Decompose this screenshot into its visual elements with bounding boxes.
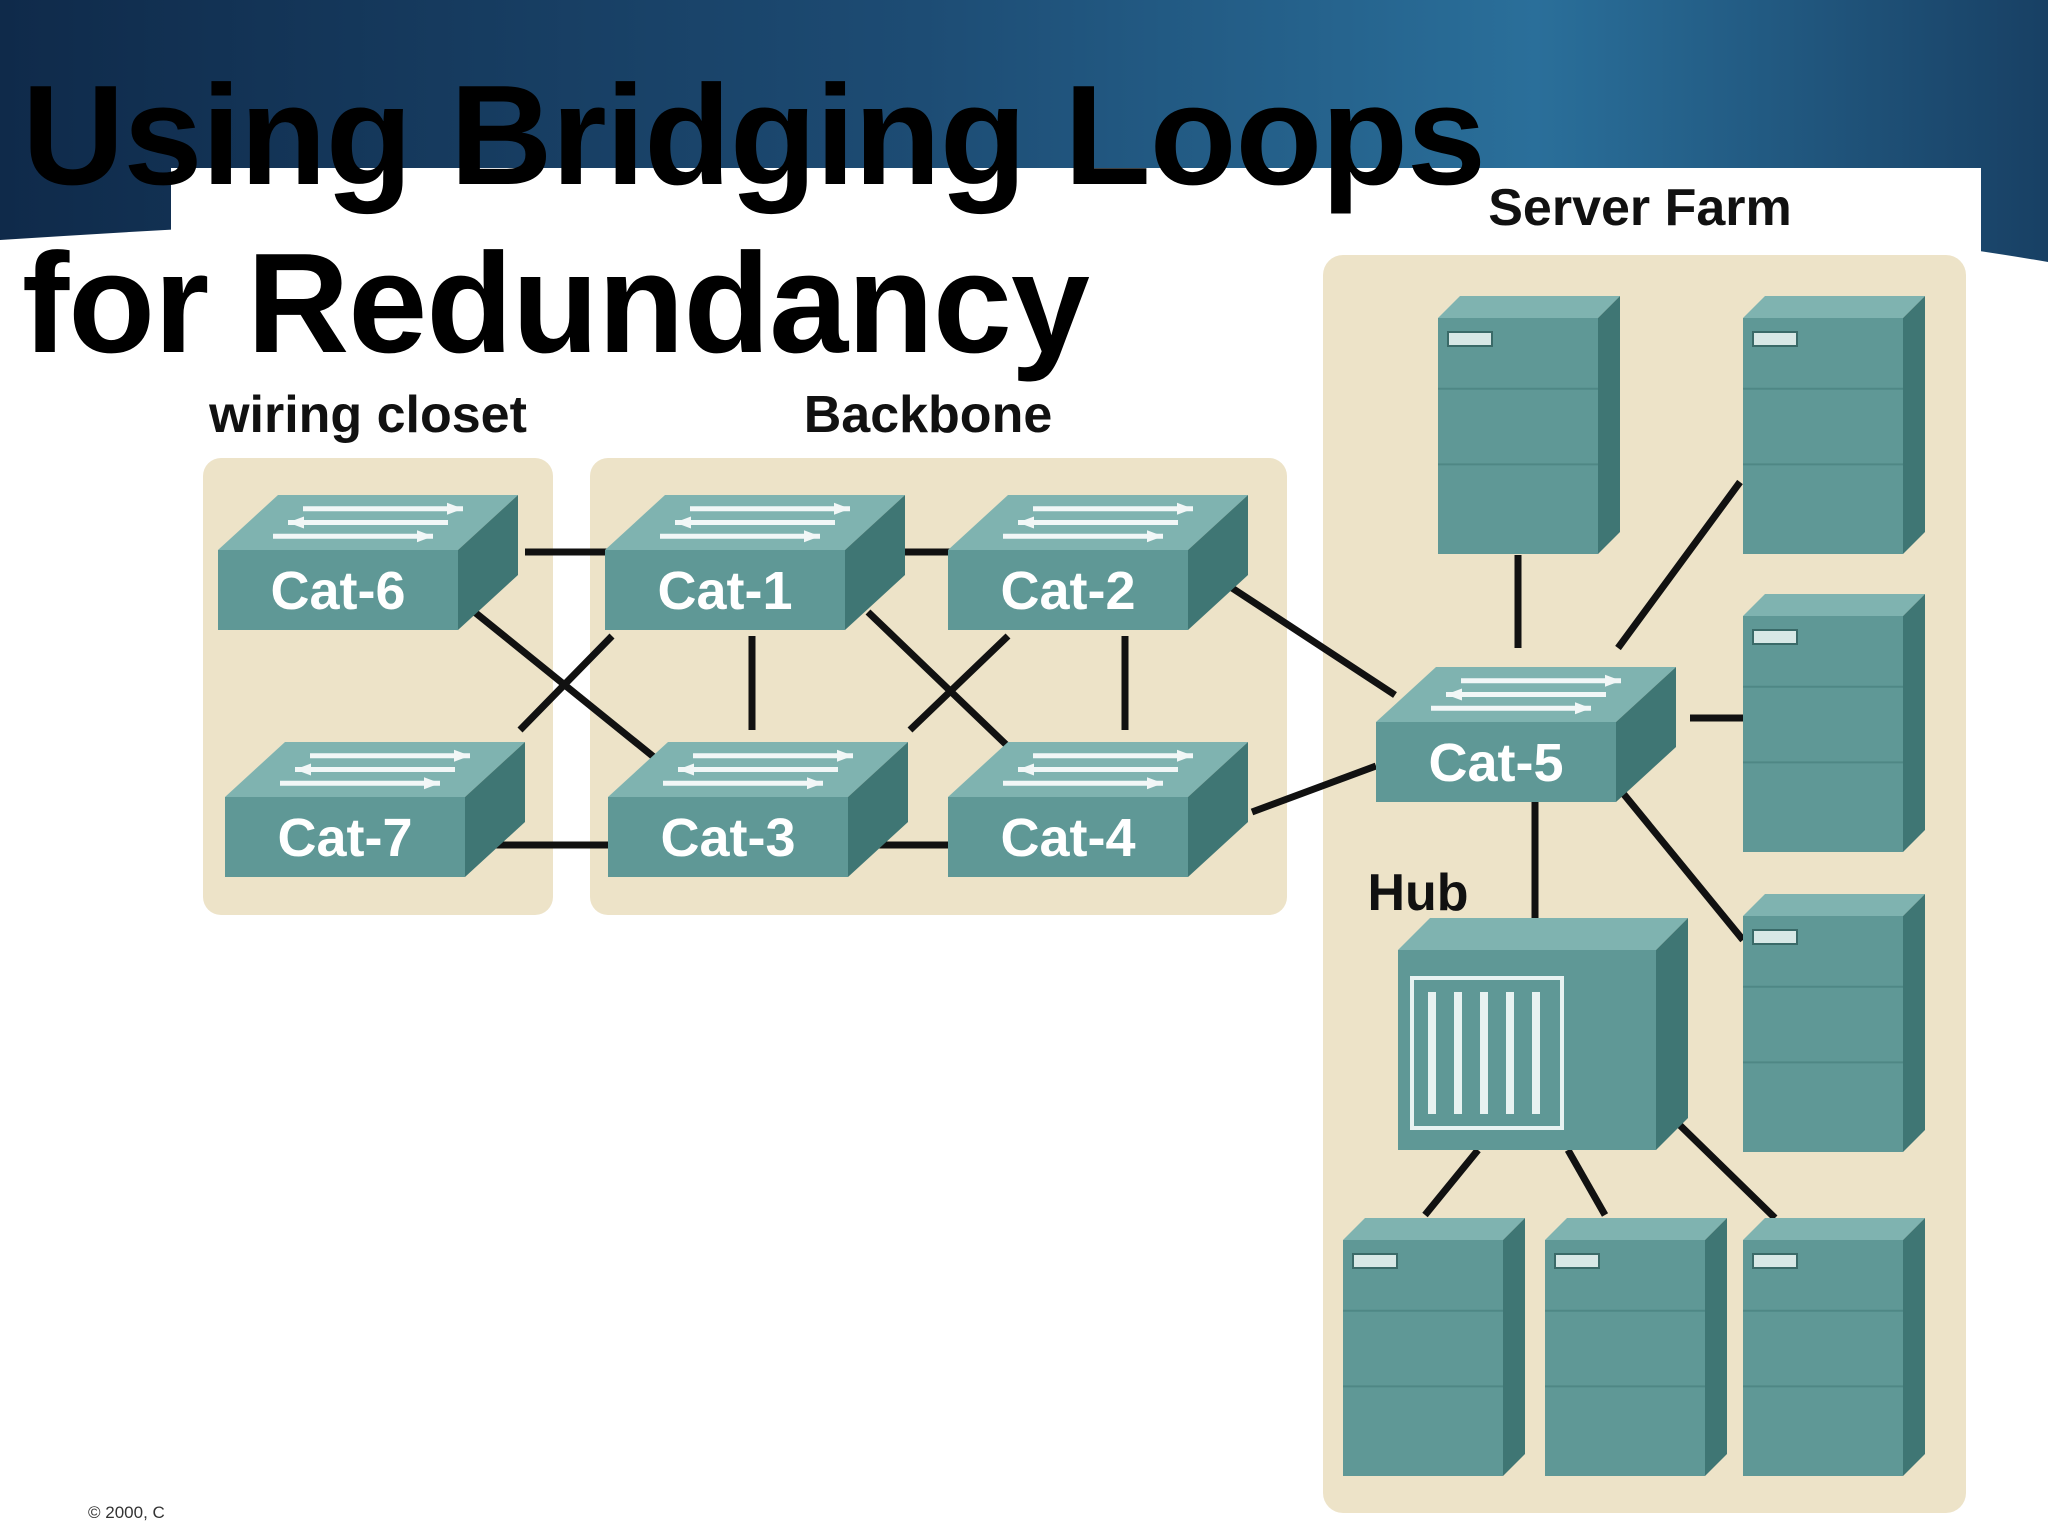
link-hub-server-6 [1564, 1148, 1609, 1217]
switch-cat6: Cat-6 [218, 495, 518, 630]
switch-cat7: Cat-7 [225, 742, 525, 877]
link-cat7-cat1 [517, 633, 615, 733]
switch-label-cat3: Cat-3 [660, 808, 795, 868]
link-cat1-cat4 [865, 609, 1021, 759]
server-2-icon [1743, 296, 1925, 554]
switch-label-cat6: Cat-6 [270, 561, 405, 621]
slide-title: Using Bridging Loops for Redundancy [22, 52, 1486, 388]
copyright-notice: © 2000, C [88, 1503, 165, 1522]
server-4-icon [1743, 894, 1925, 1152]
switch-label-cat4: Cat-4 [1000, 808, 1135, 868]
group-label-backbone: Backbone [804, 386, 1053, 444]
server-6-icon [1545, 1218, 1727, 1476]
slide-title-line-1: Using Bridging Loops [22, 56, 1486, 215]
hub-layer [1398, 918, 1688, 1150]
hub-icon [1398, 918, 1688, 1150]
group-server-farm-area [1323, 255, 1966, 1513]
switch-label-cat7: Cat-7 [277, 808, 412, 868]
link-cat4-cat5 [1250, 762, 1378, 816]
switch-label-cat2: Cat-2 [1000, 561, 1135, 621]
switch-cat3: Cat-3 [608, 742, 908, 877]
switch-cat2: Cat-2 [948, 495, 1248, 630]
switch-cat1: Cat-1 [605, 495, 905, 630]
link-hub-server-5 [1422, 1147, 1481, 1218]
link-cat2-cat5 [1230, 585, 1397, 698]
server-5-icon [1343, 1218, 1525, 1476]
server-3-icon [1743, 594, 1925, 852]
switch-label-cat1: Cat-1 [657, 561, 792, 621]
link-cat5-server-2 [1615, 479, 1743, 651]
link-cat2-cat3 [907, 633, 1011, 733]
slide-title-line-2: for Redundancy [22, 224, 1090, 383]
switch-cat4: Cat-4 [948, 742, 1248, 877]
switch-label-cat5: Cat-5 [1428, 733, 1563, 793]
group-label-wiring-closet: wiring closet [208, 386, 527, 444]
hub-label: Hub [1367, 864, 1468, 922]
group-label-server-farm: Server Farm [1488, 179, 1792, 237]
link-cat5-server-4 [1619, 789, 1746, 943]
server-7-icon [1743, 1218, 1925, 1476]
servers-layer [1343, 296, 1925, 1476]
switch-cat5: Cat-5 [1376, 667, 1676, 802]
server-1-icon [1438, 296, 1620, 554]
